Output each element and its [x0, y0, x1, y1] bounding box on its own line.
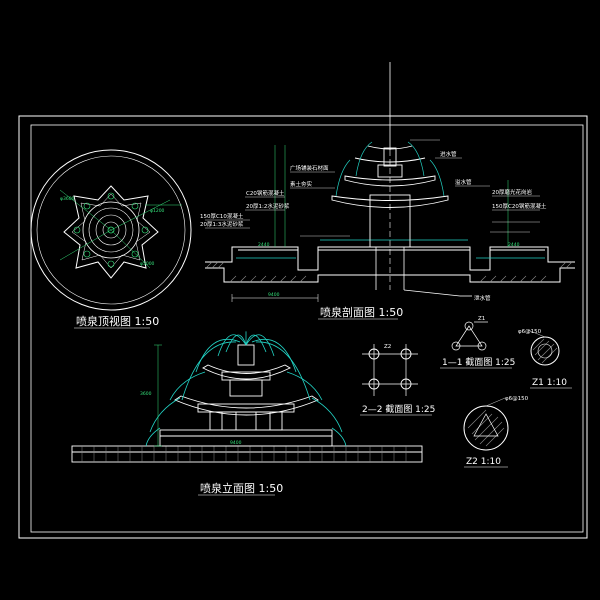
detail-z1-title: Z1 1:10	[532, 378, 567, 388]
elevation-dim-height: 3600	[140, 391, 152, 397]
top-view-title: 喷泉顶视图 1:50	[76, 314, 159, 328]
section-dim-left: 2440	[258, 242, 270, 248]
section-2-2-label: Z2	[384, 344, 391, 350]
detail-z1-note: φ6@150	[518, 329, 542, 335]
inner-frame	[30, 124, 584, 533]
detail-z2-title: Z2 1:10	[466, 457, 501, 467]
section-dim-total: 9400	[268, 292, 280, 298]
top-view-petal-outline	[63, 185, 159, 279]
detail-z2: φ6@150 Z2 1:10	[463, 396, 529, 468]
section-note-4: 广场铺装石材面	[290, 164, 329, 172]
section-dim-right: 2440	[508, 242, 520, 248]
elevation-view: 3600 9400 喷泉立面图 1:50	[71, 331, 423, 496]
section-note-3: 20厚1:3水泥砂浆	[200, 220, 244, 228]
detail-z2-note: φ6@150	[505, 396, 529, 402]
outer-frame	[18, 115, 588, 539]
section-note-0: C20钢筋混凝土	[246, 189, 285, 197]
svg-text:φ1200: φ1200	[150, 208, 165, 214]
section-view-title: 喷泉剖面图 1:50	[320, 305, 403, 319]
section-note-5: 素土夯实	[290, 180, 313, 188]
section-1-1: Z1 1—1 截面图 1:25	[440, 316, 515, 369]
section-note-6: 20厚磨光花岗岩	[492, 188, 532, 196]
section-1-1-title: 1—1 截面图 1:25	[442, 356, 515, 368]
section-note-8: 进水管	[440, 150, 457, 158]
section-note-1: 20厚1:2水泥砂浆	[246, 202, 290, 210]
section-note-10: 泄水管	[474, 294, 491, 302]
detail-z1: φ6@150 Z1 1:10	[518, 329, 572, 389]
section-view: 9400 2440 2440 C20钢筋混凝土 20厚1:2水泥砂浆 150厚C…	[200, 62, 575, 320]
svg-text:φ5000: φ5000	[140, 261, 155, 267]
elevation-view-title: 喷泉立面图 1:50	[200, 481, 283, 495]
section-1-1-label: Z1	[478, 316, 485, 322]
section-note-2: 150厚C10混凝土	[200, 212, 244, 220]
top-view: φ1200 φ3600 φ5000 喷泉顶视图 1:50	[30, 149, 192, 329]
section-2-2: Z2 2—2 截面图 1:25	[360, 344, 435, 416]
section-2-2-title: 2—2 截面图 1:25	[362, 403, 435, 415]
section-note-9: 溢水管	[455, 178, 472, 186]
elevation-dim-total: 9400	[230, 440, 242, 446]
section-note-7: 150厚C20钢筋混凝土	[492, 202, 547, 210]
svg-text:φ3600: φ3600	[60, 196, 75, 202]
